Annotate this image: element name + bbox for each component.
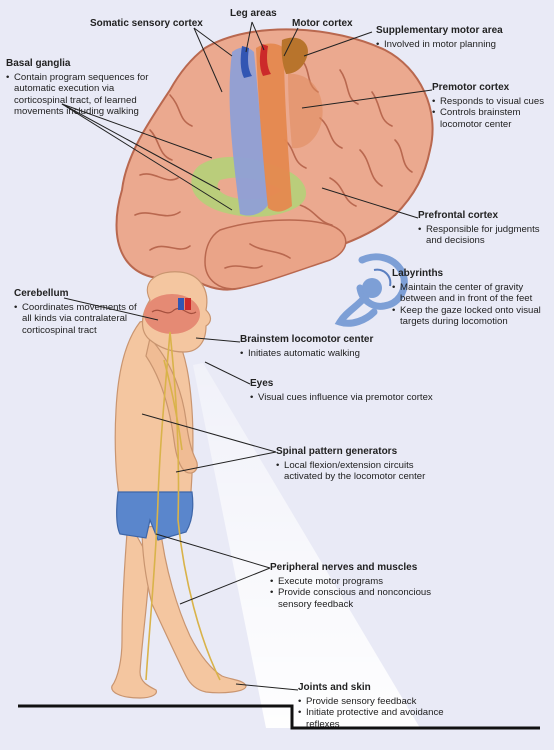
leg-area-sensory-icon <box>240 46 252 78</box>
brainstem-locomotor-center-item-1: Initiates automatic walking <box>240 348 410 360</box>
cerebellum-item-1: Coordinates movements of all kinds via c… <box>14 302 148 337</box>
basal-ganglia-callout: Basal ganglia Contain program sequences … <box>6 58 156 118</box>
cerebellum-callout: Cerebellum Coordinates movements of all … <box>14 288 148 336</box>
cerebellum-title: Cerebellum <box>14 288 69 299</box>
somatic-sensory-cortex-label: Somatic sensory cortex <box>90 18 203 29</box>
spinal-pattern-generators-item-1: Local flexion/extension circuits activat… <box>276 460 446 483</box>
somatic-sensory-strip <box>229 47 268 216</box>
joints-and-skin-item-1: Provide sensory feedback <box>298 696 458 708</box>
premotor-cortex-callout: Premotor cortex Responds to visual cues … <box>432 82 550 130</box>
joints-and-skin-callout: Joints and skin Provide sensory feedback… <box>298 682 458 730</box>
labyrinths-item-2: Keep the gaze locked onto visual targets… <box>392 305 550 328</box>
eyes-item-1: Visual cues influence via premotor corte… <box>250 392 460 404</box>
prefrontal-cortex-callout: Prefrontal cortex Responsible for judgme… <box>418 210 550 247</box>
supplementary-motor-area-item-1: Involved in motor planning <box>376 39 546 51</box>
brainstem-locomotor-center-callout: Brainstem locomotor center Initiates aut… <box>240 334 410 359</box>
eyes-title: Eyes <box>250 378 274 389</box>
joints-and-skin-item-2: Initiate protective and avoidance reflex… <box>298 707 458 730</box>
labyrinths-item-1: Maintain the center of gravity between a… <box>392 282 550 305</box>
brain <box>115 28 434 291</box>
peripheral-nerves-and-muscles-title: Peripheral nerves and muscles <box>270 562 418 573</box>
child-brain-folds <box>151 308 197 314</box>
prefrontal-cortex-item-1: Responsible for judgments and decisions <box>418 224 550 247</box>
premotor-cortex-item-2: Controls brainstem locomotor center <box>432 107 550 130</box>
shorts <box>116 491 194 541</box>
peripheral-nerves-and-muscles-item-1: Execute motor programs <box>270 576 440 588</box>
child-figure <box>111 271 247 699</box>
prefrontal-cortex-title: Prefrontal cortex <box>418 210 499 221</box>
premotor-cortex-title: Premotor cortex <box>432 82 510 93</box>
spinal-pattern-generators-title: Spinal pattern generators <box>276 446 398 457</box>
motor-cortex-label: Motor cortex <box>292 18 353 29</box>
supplementary-motor-area-callout: Supplementary motor area Involved in mot… <box>376 25 546 50</box>
temporal-lobe <box>204 219 347 290</box>
arm <box>145 336 198 474</box>
labyrinths-callout: Labyrinths Maintain the center of gravit… <box>392 268 550 328</box>
eyes-callout: Eyes Visual cues influence via premotor … <box>250 378 460 403</box>
brain-folds <box>134 57 413 269</box>
brainstem-locomotor-center-title: Brainstem locomotor center <box>240 334 374 345</box>
joints-and-skin-title: Joints and skin <box>298 682 371 693</box>
motor-strip <box>256 43 292 212</box>
premotor-cortex-item-1: Responds to visual cues <box>432 96 550 108</box>
child-leg-area-blue <box>178 298 184 310</box>
child-leg-area-red <box>185 298 191 310</box>
supplementary-motor-area-title: Supplementary motor area <box>376 25 503 36</box>
peripheral-nerves-and-muscles-item-2: Provide conscious and nonconcious sensor… <box>270 587 440 610</box>
leg-area-motor-icon <box>259 44 271 76</box>
peripheral-nerves-and-muscles-callout: Peripheral nerves and muscles Execute mo… <box>270 562 440 610</box>
basal-ganglia-title: Basal ganglia <box>6 58 71 69</box>
vision-cone <box>193 363 420 728</box>
premotor-region <box>288 73 323 149</box>
basal-ganglia-item-1: Contain program sequences for automatic … <box>6 72 156 118</box>
spinal-pattern-generators-callout: Spinal pattern generators Local flexion/… <box>276 446 446 483</box>
labyrinths-title: Labyrinths <box>392 268 444 279</box>
nerve-pathways <box>145 331 221 681</box>
leg-areas-label: Leg areas <box>230 8 277 19</box>
